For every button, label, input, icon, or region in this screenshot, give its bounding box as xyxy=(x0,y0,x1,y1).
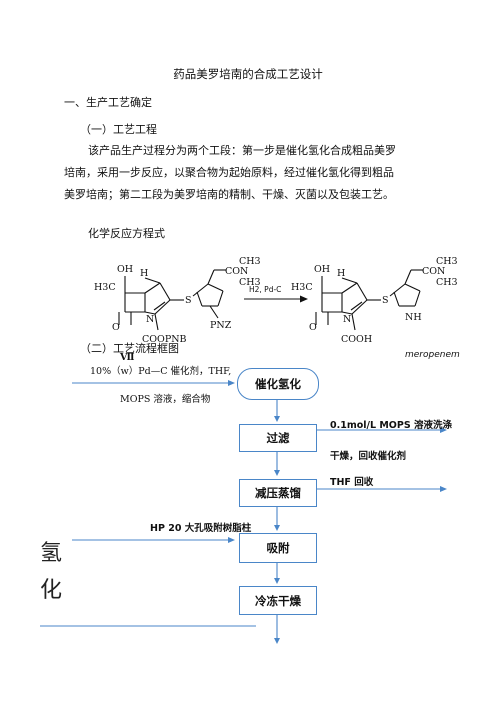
section-heading: 一、生产工艺确定 xyxy=(64,96,152,109)
subsection-heading: （一）工艺工程 xyxy=(80,123,157,136)
chem-label: H3C xyxy=(291,282,313,293)
equation-label: 化学反应方程式 xyxy=(88,227,165,240)
chem-label: CH3 xyxy=(436,277,458,288)
chem-label: S xyxy=(382,295,389,306)
arrow-head-icon xyxy=(274,525,280,531)
arrow-head-icon xyxy=(440,486,447,492)
step-vacuum-distillation: 减压蒸馏 xyxy=(239,479,317,507)
thf-note: THF 回收 xyxy=(330,477,374,488)
paragraph-line: 该产品生产过程分为两个工段：第一步是催化氢化合成粗品美罗 xyxy=(88,144,396,157)
arrow-head-icon xyxy=(228,380,235,386)
chem-label: CH3 xyxy=(239,277,261,288)
chem-label: H xyxy=(337,268,345,279)
input-note: MOPS 溶液，缩合物 xyxy=(120,394,211,405)
page-title: 药品美罗培南的合成工艺设计 xyxy=(173,67,323,81)
chem-label: O xyxy=(309,322,317,333)
step-catalytic-hydrogenation: 催化氢化 xyxy=(237,368,319,400)
paragraph-line: 美罗培南；第二工段为美罗培南的精制、干燥、灭菌以及包装工艺。 xyxy=(64,188,394,201)
chem-label: OH xyxy=(117,264,133,275)
product-name: meropenem xyxy=(405,350,460,360)
arrow-head-icon xyxy=(274,638,280,644)
arrow-head-icon xyxy=(274,470,280,476)
dry-note: 干燥，回收催化剂 xyxy=(330,451,407,462)
chem-label: N xyxy=(146,314,154,325)
chem-label: OH xyxy=(314,264,330,275)
reaction-condition: H2, Pd-C xyxy=(249,285,281,294)
side-char: 化 xyxy=(40,578,63,603)
chem-label: H xyxy=(140,268,148,279)
chem-label: COOPNB xyxy=(142,334,187,345)
subsection-heading: （二）工艺流程框图 xyxy=(80,342,179,355)
chem-label: H3C xyxy=(94,282,116,293)
resin-note: HP 20 大孔吸附树脂柱 xyxy=(150,523,252,534)
arrow-head-icon xyxy=(440,427,447,433)
wash-note: 0.1mol/L MOPS 溶液洗涤 xyxy=(330,420,452,431)
chem-label: O xyxy=(112,322,120,333)
chem-label: N xyxy=(343,314,351,325)
step-freeze-drying: 冷冻干燥 xyxy=(239,586,317,615)
chem-label: CH3 xyxy=(436,256,458,267)
chem-label: CON xyxy=(422,266,445,277)
chem-label: S xyxy=(185,295,192,306)
compound-number: Ⅶ xyxy=(119,352,135,363)
arrow-head-icon xyxy=(274,416,280,422)
input-note: 10%（w）Pd—C 催化剂，THF, xyxy=(90,366,232,377)
chem-label: COOH xyxy=(341,334,372,345)
chem-label: NH xyxy=(405,312,422,323)
arrow-head-icon xyxy=(228,537,235,543)
step-adsorption: 吸附 xyxy=(239,533,317,563)
arrow-head-icon xyxy=(274,578,280,584)
step-filtration: 过滤 xyxy=(239,424,317,452)
chem-label: CH3 xyxy=(239,256,261,267)
chem-label: CON xyxy=(225,266,248,277)
chem-label: PNZ xyxy=(210,320,232,331)
arrow-head-icon xyxy=(300,295,308,303)
side-char: 氢 xyxy=(40,541,63,566)
paragraph-line: 培南，采用一步反应，以聚合物为起始原料，经过催化氢化得到粗品 xyxy=(64,166,394,179)
